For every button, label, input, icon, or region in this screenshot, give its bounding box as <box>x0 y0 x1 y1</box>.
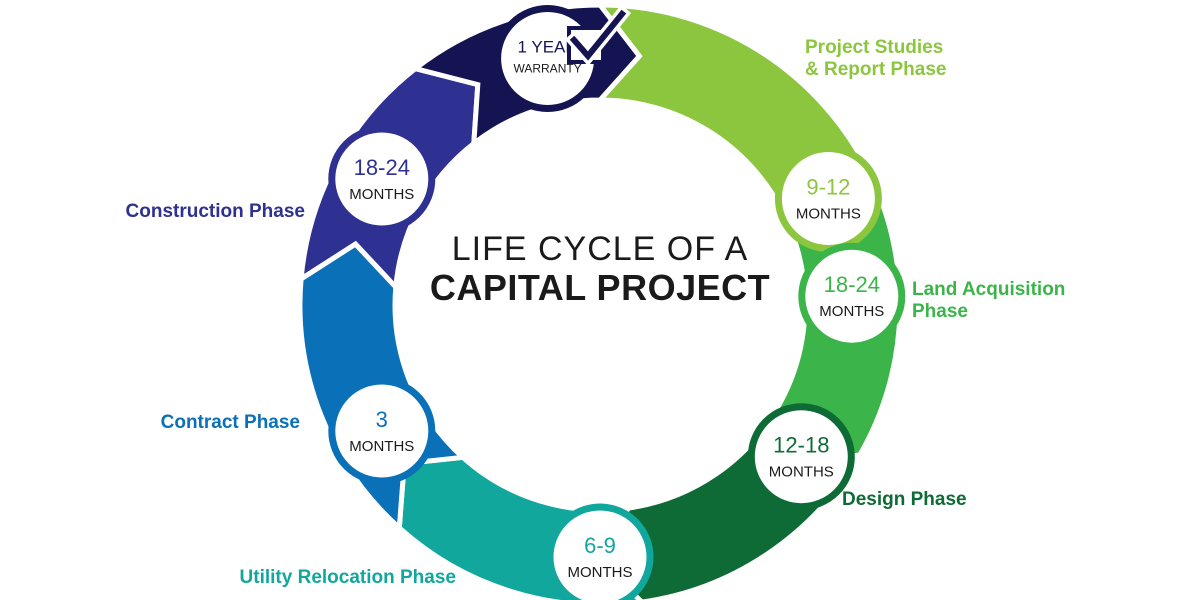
badge-ring <box>328 125 436 233</box>
badge-value: 1 YEAR <box>518 38 578 57</box>
badge-value: 9-12 <box>806 175 850 200</box>
badge-unit: MONTHS <box>796 206 861 223</box>
phase-label-project-studies: & Report Phase <box>805 59 946 80</box>
phase-label-project-studies: Project Studies <box>805 37 943 58</box>
phase-label-land-acquisition: Phase <box>912 301 968 322</box>
badge-value: 18-24 <box>824 272 880 297</box>
phase-label-construction: Construction Phase <box>126 201 305 222</box>
badge-unit: MONTHS <box>769 464 834 481</box>
badge-value: 12-18 <box>773 433 829 458</box>
checkmark-icon <box>564 4 632 67</box>
badge-unit: MONTHS <box>349 438 414 455</box>
phase-label-utility-relocation: Utility Relocation Phase <box>240 567 456 588</box>
phase-label-design: Design Phase <box>842 489 967 510</box>
badge-unit: MONTHS <box>349 186 414 203</box>
badge-unit: MONTHS <box>568 564 633 581</box>
badge-unit: WARRANTY <box>513 62 581 76</box>
badge-ring <box>328 377 436 485</box>
badge-value: 3 <box>376 407 388 432</box>
badge-value: 6-9 <box>584 533 616 558</box>
title-line-1: LIFE CYCLE OF A <box>452 230 749 268</box>
phase-label-contract: Contract Phase <box>161 412 300 433</box>
badge-ring <box>747 403 855 511</box>
phase-label-land-acquisition: Land Acquisition <box>912 279 1065 300</box>
badge-ring <box>546 503 654 600</box>
badge-unit: MONTHS <box>819 303 884 320</box>
badge-ring <box>798 242 906 350</box>
duration-circles: 9-12MONTHS18-24MONTHS12-18MONTHS6-9MONTH… <box>328 4 906 600</box>
badge-value: 18-24 <box>354 155 410 180</box>
title-line-2: CAPITAL PROJECT <box>430 267 770 308</box>
